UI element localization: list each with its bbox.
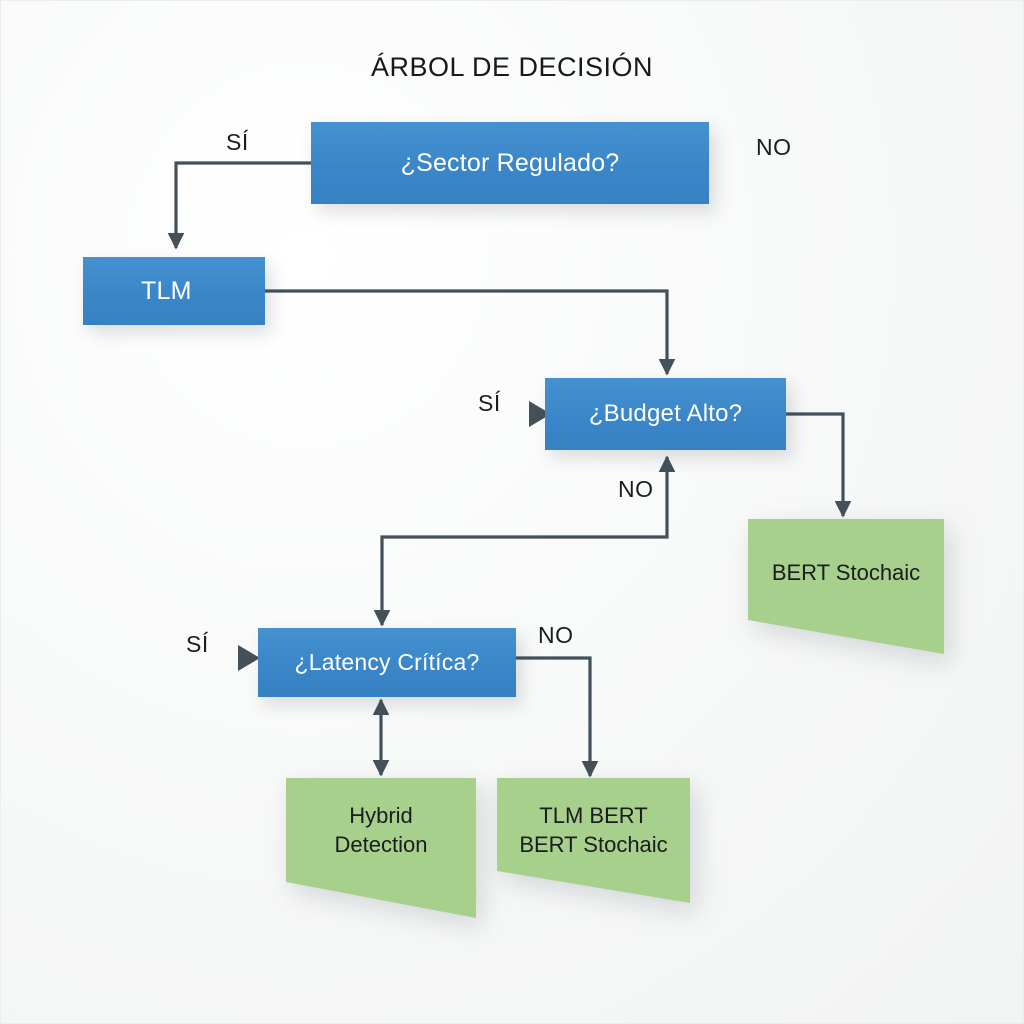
node-budget-alto[interactable]: ¿Budget Alto? (545, 378, 786, 450)
edge-tlm-to-budget (264, 289, 676, 376)
node-hybrid-detection[interactable]: Hybrid Detection (286, 778, 476, 918)
node-tlm[interactable]: TLM (83, 257, 265, 325)
node-bert-stochaic[interactable]: BERT Stochaic (748, 519, 944, 654)
node-tlm-label: TLM (141, 276, 192, 305)
node-tlm-bert[interactable]: TLM BERT BERT Stochaic (497, 778, 690, 903)
arrowhead-budget-si (529, 401, 551, 427)
edge-budget-to-latency (373, 455, 676, 627)
arrowhead-latency-si (238, 645, 260, 671)
bert-stochaic-shape (748, 519, 944, 654)
edge-label-budget-no: NO (618, 476, 654, 502)
tlm-bert-shape (497, 778, 690, 903)
edge-latency-to-tlmbert (516, 656, 599, 778)
edge-sector-to-tlm (167, 161, 311, 250)
edge-label-sector-si: SÍ (226, 129, 249, 155)
node-sector-regulado-label: ¿Sector Regulado? (400, 148, 620, 177)
edge-label-budget-si: SÍ (478, 390, 501, 416)
hybrid-detection-shape (286, 778, 476, 918)
edge-budget-to-bert (786, 412, 852, 518)
page-title: ÁRBOL DE DECISIÓN (370, 52, 654, 82)
node-latency-critica[interactable]: ¿Latency Crítíca? (258, 628, 516, 697)
node-latency-critica-label: ¿Latency Crítíca? (294, 649, 480, 675)
edge-label-sector-no: NO (756, 134, 792, 160)
node-budget-alto-label: ¿Budget Alto? (588, 400, 743, 427)
edge-label-latency-no: NO (538, 622, 574, 648)
node-sector-regulado[interactable]: ¿Sector Regulado? (311, 122, 709, 204)
edge-label-latency-si: SÍ (186, 631, 209, 657)
